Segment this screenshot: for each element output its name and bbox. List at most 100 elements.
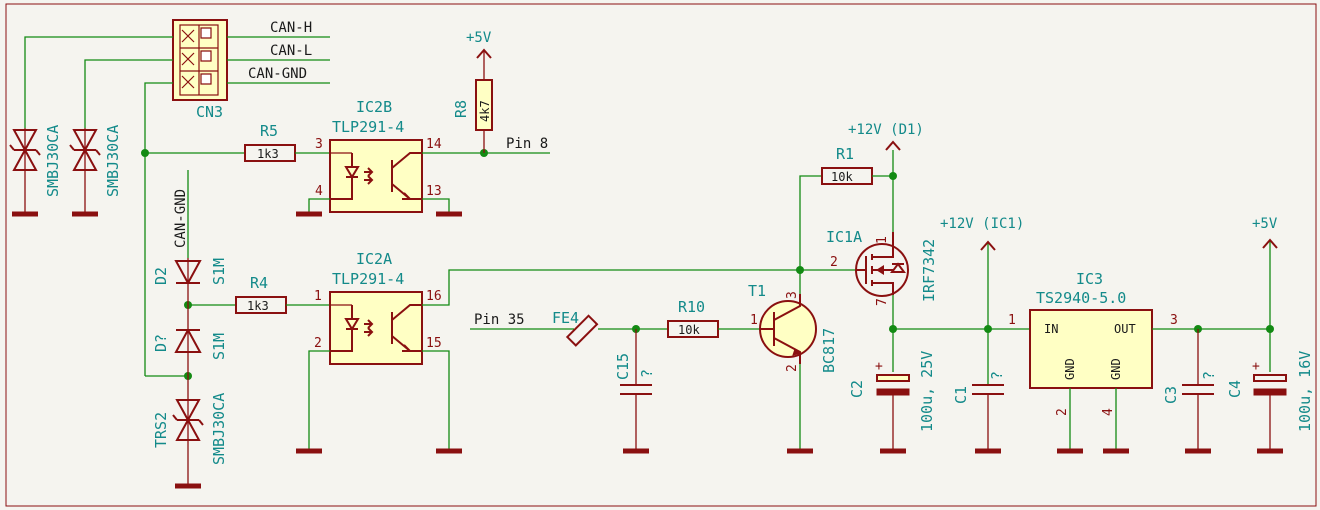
ic3-label-out: OUT	[1114, 322, 1136, 336]
ic2a-pin-emi: 15	[426, 336, 442, 351]
r1-ref: R1	[836, 145, 854, 163]
t1-pin-e: 2	[785, 364, 800, 372]
r4-ref: R4	[250, 274, 268, 292]
trs2-ref: TRS2	[152, 412, 170, 448]
d2-ref: D2	[152, 267, 170, 285]
resistor-r1[interactable]: R1 10k	[821, 145, 873, 185]
svg-text:+: +	[1252, 359, 1260, 374]
net-can-gnd-vertical: CAN-GND	[173, 189, 189, 248]
resistor-r5[interactable]: R5 1k3	[244, 122, 296, 162]
t1-value: BC817	[820, 328, 838, 373]
ic1a-ref: IC1A	[826, 228, 862, 246]
ic2b-pin-emi: 13	[426, 184, 442, 199]
t1-pin-c: 3	[785, 291, 800, 299]
ic1a-pin-g: 2	[830, 255, 838, 270]
ic3-pin-in: 1	[1008, 313, 1016, 328]
ic1a-value: IRF7342	[920, 239, 938, 302]
capacitor-c15[interactable]: C15 ?	[614, 329, 656, 454]
r5-ref: R5	[260, 122, 278, 140]
net-pin8: Pin 8	[506, 136, 548, 152]
net-can-h: CAN-H	[270, 20, 312, 36]
v5-arrow-right	[1262, 238, 1278, 249]
c4-ref: C4	[1226, 380, 1244, 398]
net-12v-d1: +12V (D1)	[848, 122, 924, 138]
r10-ref: R10	[678, 298, 705, 316]
ic3-pin-gnd1: 2	[1055, 408, 1070, 416]
ic2b-ref: IC2B	[356, 98, 392, 116]
ic3-pin-out: 3	[1170, 313, 1178, 328]
ic2b-pin-a: 3	[315, 137, 323, 152]
ic2a-pin-col: 16	[426, 289, 442, 304]
r8-value: 4k7	[478, 100, 492, 122]
optocoupler-ic2a[interactable]: IC2A TLP291-4	[329, 250, 423, 365]
ic2a-pin-c: 2	[314, 336, 322, 351]
resistor-r10[interactable]: R10 10k	[667, 298, 719, 338]
dq-ref: D?	[152, 334, 170, 352]
left-column-wires	[145, 152, 245, 377]
r8-ref: R8	[452, 100, 470, 118]
fe4-ref: FE4	[552, 309, 579, 327]
t1-pin-b: 1	[750, 313, 758, 328]
c15-value: ?	[638, 369, 656, 378]
tvs-trs2[interactable]: TRS2 SMBJ30CA	[152, 376, 228, 489]
cn3-ref: CN3	[196, 103, 223, 121]
t1-ref: T1	[748, 282, 766, 300]
r1-value: 10k	[831, 170, 853, 184]
dq-value: S1M	[210, 333, 228, 360]
r10-value: 10k	[678, 323, 700, 337]
tvs-left-2[interactable]: SMBJ30CA	[69, 125, 122, 217]
resistor-r8[interactable]: R8 4k7	[452, 50, 493, 153]
mosfet-ic1a[interactable]: IC1A IRF7342 2 1 7	[826, 228, 938, 306]
ic2b-pin-col: 14	[426, 137, 442, 152]
connector-wires	[24, 36, 330, 376]
connector-cn3[interactable]: CN3	[172, 19, 228, 121]
ic3-label-gnd1: GND	[1063, 358, 1077, 380]
ic2b-value: TLP291-4	[332, 118, 404, 136]
c3-ref: C3	[1162, 386, 1180, 404]
c15-ref: C15	[614, 353, 632, 380]
c2-ref: C2	[848, 380, 866, 398]
ic2a-ref: IC2A	[356, 250, 392, 268]
transistor-t1[interactable]: T1 BC817 3 2	[748, 282, 838, 373]
ic3-ref: IC3	[1076, 270, 1103, 288]
v12-d1-arrow	[885, 140, 901, 151]
resistor-r4[interactable]: R4 1k3	[235, 274, 287, 314]
svg-text:+: +	[875, 359, 883, 374]
net-pin35: Pin 35	[474, 312, 525, 328]
c1-ref: C1	[952, 386, 970, 404]
net-5v-right: +5V	[1252, 216, 1278, 232]
ic1a-pin-s: 1	[875, 236, 890, 244]
capacitor-c4[interactable]: + C4 100u, 16V	[1226, 351, 1314, 454]
ic3-label-in: IN	[1044, 322, 1058, 336]
ic3-label-gnd2: GND	[1109, 358, 1123, 380]
capacitor-c1[interactable]: C1 ?	[952, 371, 1006, 454]
net-can-l: CAN-L	[270, 43, 312, 59]
c3-value: ?	[1200, 371, 1218, 380]
c4-value: 100u, 16V	[1296, 351, 1314, 432]
regulator-ic3[interactable]: IC3 TS2940-5.0 IN OUT GND GND	[1029, 270, 1153, 389]
capacitor-c2[interactable]: + C2 100u, 25V	[848, 351, 936, 454]
r5-value: 1k3	[257, 147, 279, 161]
r4-value: 1k3	[247, 299, 269, 313]
diode-d2[interactable]: D2 S1M	[152, 258, 228, 305]
tvs1-value: SMBJ30CA	[44, 125, 62, 197]
trs2-value: SMBJ30CA	[210, 393, 228, 465]
v5-arrow-top	[476, 48, 492, 59]
c1-value: ?	[988, 371, 1006, 380]
ferrite-fe4[interactable]: FE4	[552, 309, 599, 347]
net-can-gnd: CAN-GND	[248, 66, 307, 82]
v12-ic1-arrow	[980, 240, 996, 251]
c2-value: 100u, 25V	[918, 351, 936, 432]
diode-dq[interactable]: D? S1M	[152, 305, 228, 376]
ic2b-pin-c: 4	[315, 184, 323, 199]
tvs2-value: SMBJ30CA	[104, 125, 122, 197]
ic1a-pin-d: 7	[875, 298, 890, 306]
net-5v-top: +5V	[466, 30, 492, 46]
tvs-left-1[interactable]: SMBJ30CA	[9, 125, 62, 217]
sheet-frame	[5, 3, 1317, 507]
ic3-pin-gnd2: 4	[1101, 408, 1116, 416]
d2-value: S1M	[210, 258, 228, 285]
optocoupler-ic2b[interactable]: IC2B TLP291-4	[329, 98, 423, 213]
capacitor-c3[interactable]: C3 ?	[1162, 329, 1218, 454]
